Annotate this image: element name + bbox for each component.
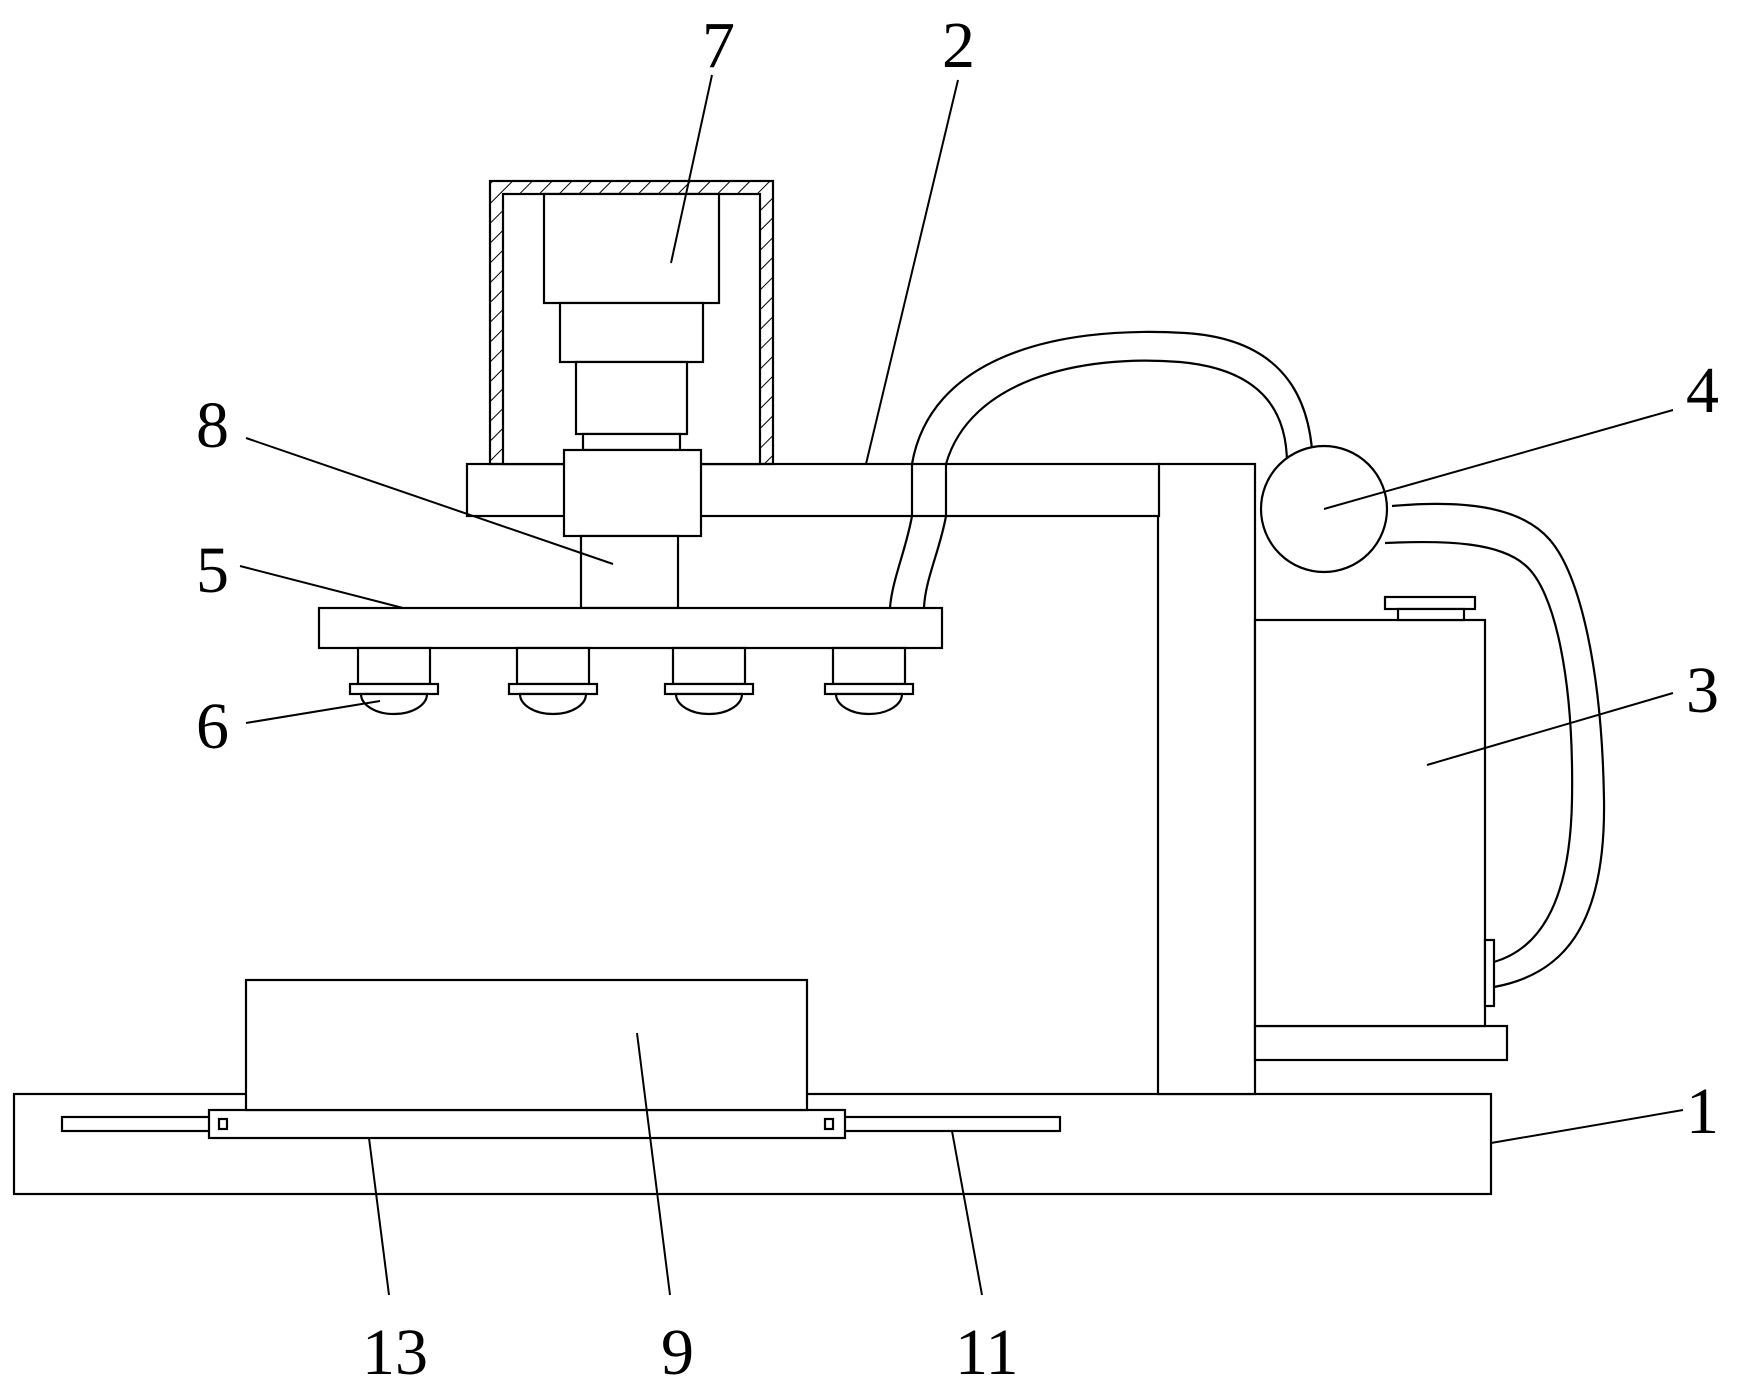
leader-6	[245, 700, 381, 724]
return-hose-outer	[1391, 502, 1606, 989]
leader-3	[1426, 692, 1674, 766]
label-2: 2	[942, 9, 975, 82]
motor-step-2	[574, 360, 689, 436]
leader-4	[1323, 409, 1674, 510]
leader-7	[670, 74, 713, 264]
label-6: 6	[196, 690, 229, 763]
leader-11	[951, 1130, 983, 1296]
tank-outlet	[1483, 938, 1496, 1008]
water-tank	[1253, 618, 1487, 1028]
label-8: 8	[196, 389, 229, 462]
label-9: 9	[661, 1316, 694, 1386]
label-4: 4	[1686, 354, 1719, 427]
motor-step-1	[558, 301, 705, 364]
supply-hose-outer	[888, 330, 1315, 609]
nozzle	[823, 646, 915, 716]
leader-9	[636, 1032, 671, 1296]
nozzle	[507, 646, 599, 716]
nozzle	[663, 646, 755, 716]
leader-8	[245, 437, 614, 565]
label-1: 1	[1686, 1075, 1719, 1148]
label-3: 3	[1686, 654, 1719, 727]
slider-bolt-right	[823, 1117, 835, 1131]
label-11: 11	[955, 1316, 1019, 1386]
supply-hose-inner	[922, 359, 1289, 609]
tank-cap-top	[1383, 595, 1477, 611]
leader-1	[1490, 1109, 1684, 1144]
label-5: 5	[196, 534, 229, 607]
vertical-column	[1156, 462, 1257, 1096]
slider-plate	[207, 1108, 847, 1140]
workpiece-table	[244, 978, 809, 1112]
spray-plate	[317, 606, 944, 650]
tank-shelf	[1253, 1024, 1509, 1062]
motor-shaft-top	[581, 432, 682, 452]
drive-shaft	[579, 534, 680, 610]
tank-cap-neck	[1396, 607, 1466, 622]
coupling-block	[562, 448, 703, 538]
label-13: 13	[362, 1316, 428, 1386]
motor-body	[542, 192, 721, 305]
leader-13	[368, 1137, 390, 1296]
return-hose-inner	[1384, 540, 1574, 964]
slider-bolt-left	[217, 1117, 229, 1131]
leader-2	[865, 79, 959, 465]
leader-5	[239, 565, 404, 609]
label-7: 7	[702, 9, 735, 82]
nozzle	[348, 646, 440, 716]
